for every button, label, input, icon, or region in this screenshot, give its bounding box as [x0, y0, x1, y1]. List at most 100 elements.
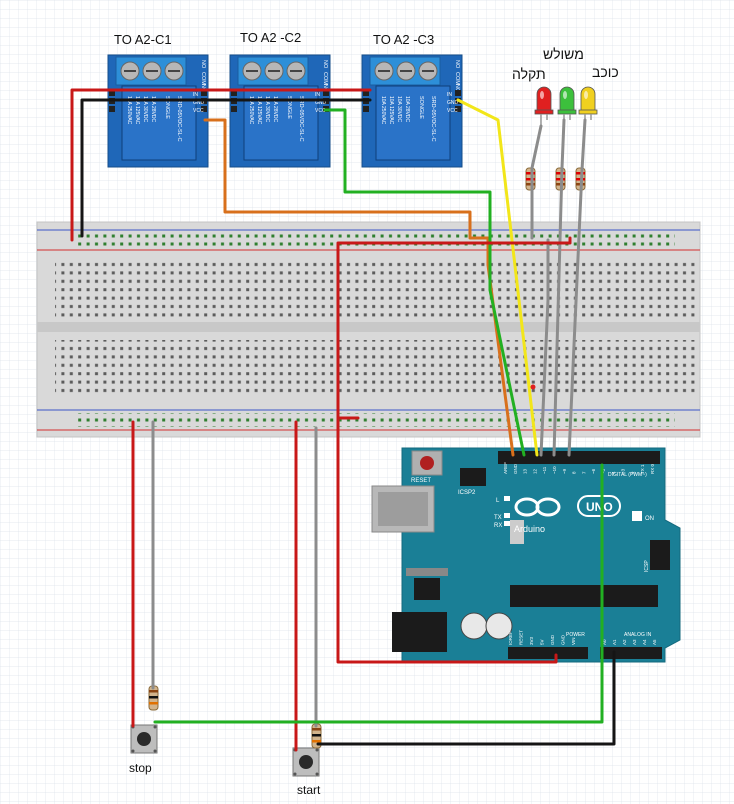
- on-label: ON: [645, 516, 654, 522]
- vcc-bus-wire: [70, 88, 372, 242]
- arduino-uno-board: [371, 447, 681, 663]
- led-3-wire: [567, 118, 587, 457]
- digital-pin-label: ~11: [542, 466, 547, 474]
- power-header: [508, 647, 588, 659]
- relay-model-text: SRD-05VDC-SL-C: [176, 96, 182, 142]
- atmega-chip: [510, 585, 658, 607]
- breadboard: [36, 221, 701, 438]
- reset-label: RESET: [411, 478, 431, 484]
- relay-terminal-label: COM: [454, 72, 460, 85]
- relay-pin-label: IN: [315, 92, 320, 98]
- digital-pin-label: 8: [572, 471, 577, 474]
- relay-rating-text: 10A 28VDC: [150, 96, 156, 123]
- stop-button[interactable]: [130, 724, 158, 754]
- digital-pin-label: 13: [523, 468, 528, 474]
- stop-signal-wire: [153, 463, 604, 724]
- relay-1-title: TO A2-C1: [114, 32, 172, 47]
- led-1-wire: [530, 124, 543, 240]
- digital-label: DIGITAL (PWM~): [608, 472, 647, 478]
- relay-rating-text: 10A 250VAC: [380, 96, 386, 125]
- icsp2-label: ICSP2: [458, 490, 476, 496]
- icsp2-header: [460, 468, 486, 486]
- power-pin-label: GND: [550, 634, 555, 645]
- capacitor-2: [485, 612, 513, 640]
- relay-rating-text: 10A 125VAC: [256, 96, 262, 125]
- led-3: [578, 86, 598, 126]
- digital-pin-label: ~10: [552, 466, 557, 474]
- start-button[interactable]: [292, 747, 320, 777]
- analog-pin-label: A1: [612, 639, 617, 645]
- power-pin-label: 3V3: [529, 636, 534, 645]
- analog-pin-label: A2: [622, 639, 627, 645]
- digital-pin-label: ~3: [621, 468, 626, 474]
- analog-pin-label: A0: [602, 639, 607, 645]
- uno-label: UNO: [586, 500, 613, 514]
- crystal: [510, 520, 524, 544]
- tx-led-label: TX: [494, 515, 502, 521]
- stop-resistor: [148, 685, 159, 711]
- relay-rating-text: 10A 125VAC: [134, 96, 140, 125]
- relay-pin-label: GND: [315, 100, 327, 106]
- relay-pin-label: GND: [193, 100, 205, 106]
- relay-terminal-label: NC: [322, 84, 328, 92]
- relay-brand-text: SONGLE: [418, 96, 424, 119]
- digital-header: [498, 451, 660, 464]
- led-triangle-label: משולש: [543, 46, 584, 62]
- digital-pin-label: GND: [513, 463, 518, 474]
- voltage-regulator: [414, 578, 440, 600]
- icsp-header: [650, 540, 670, 570]
- relay-pin-label: GND: [447, 100, 459, 106]
- analog-pin-label: A3: [632, 639, 637, 645]
- relay-2-signal-wire: [203, 118, 515, 457]
- rx-led-label: RX: [494, 523, 502, 529]
- relay-pin-label: IN: [447, 92, 452, 98]
- relay-terminal-label: COM: [200, 72, 206, 85]
- arduino-name: Arduino: [514, 524, 545, 534]
- power-pin-label: RESET: [519, 630, 524, 645]
- relay-pin-label: VCC: [193, 108, 204, 114]
- relay-rating-text: 10A 30VDC: [142, 96, 148, 123]
- digital-pin-label: 12: [532, 468, 537, 474]
- analog-label: ANALOG IN: [624, 632, 652, 638]
- led-2-wire: [552, 118, 566, 457]
- relay-pin-label: VCC: [315, 108, 326, 114]
- relay-rating-text: 10A 28VDC: [404, 96, 410, 123]
- relay-brand-text: SONGLE: [286, 96, 292, 119]
- relay-3-title: TO A2 -C3: [373, 32, 435, 47]
- 5v-arduino-wire: [336, 416, 558, 664]
- led-2: [557, 86, 577, 126]
- relay-rating-text: 10A 30VDC: [264, 96, 270, 123]
- analog-pin-label: A4: [642, 639, 647, 645]
- relay-terminal-label: NO: [200, 60, 206, 69]
- relay-pin-label: IN: [193, 92, 198, 98]
- led-star-label: כוכב: [592, 64, 619, 80]
- uno-badge: [577, 495, 621, 517]
- relay-3b-signal-wire: [456, 98, 539, 457]
- l-led-label: L: [496, 498, 500, 504]
- digital-pin-label: TX 1: [640, 464, 645, 474]
- arduino-logo-right: [535, 497, 561, 517]
- relay-terminal-label: COM: [322, 72, 328, 85]
- relay-rating-text: 10A 28VDC: [272, 96, 278, 123]
- relay-terminal-label: NO: [322, 60, 328, 69]
- reset-button-cap: [420, 456, 434, 470]
- relay-terminal-label: NC: [454, 84, 460, 92]
- relay-2-title: TO A2 -C2: [240, 30, 302, 45]
- analog-header: [600, 647, 662, 659]
- gnd-bus-wire: [80, 98, 372, 238]
- relay-model-text: SRD-05VDC-SL-C: [430, 96, 436, 142]
- digital-pin-label: ~9: [562, 468, 567, 474]
- 5v-rail-wire: [336, 236, 572, 420]
- digital-pin-label: 4: [611, 471, 616, 474]
- start-label: start: [297, 783, 321, 797]
- power-pin-label: 5V: [540, 639, 545, 645]
- analog-pin-label: A5: [652, 639, 657, 645]
- digital-pin-label: RX 0: [650, 463, 655, 474]
- relay-rating-text: 10A 250VAC: [248, 96, 254, 125]
- start-gnd-wire: [316, 650, 616, 746]
- led-1: [534, 86, 554, 126]
- relay-terminal-label: NO: [454, 60, 460, 69]
